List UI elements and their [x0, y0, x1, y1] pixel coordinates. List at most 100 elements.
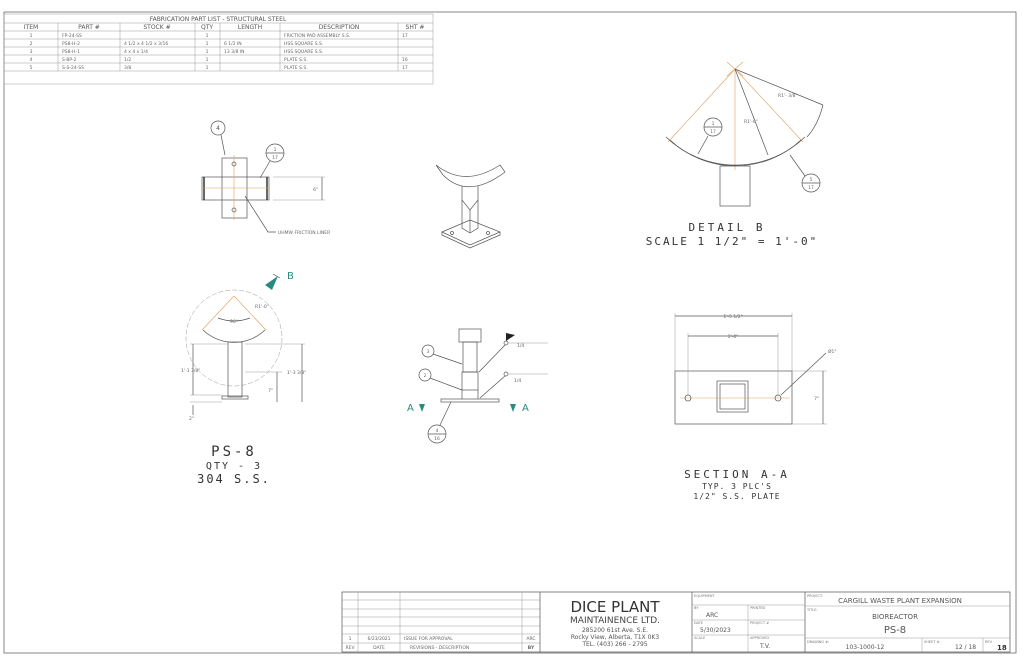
- top-view: 4 1 17 6" UHMW FRICTION LINER: [201, 120, 330, 236]
- detail-marker: B: [287, 271, 294, 282]
- label-sheet: SHEET #:: [924, 640, 941, 644]
- balloon: 17: [808, 185, 814, 191]
- table-cell: S-BP-2: [62, 57, 77, 63]
- label-equipment: EQUIPMENT: [694, 594, 716, 598]
- col-header: PART #: [78, 24, 100, 31]
- table-cell: PLATE S.S.: [284, 65, 308, 71]
- section-note-1: TYP. 3 PLC'S: [702, 482, 772, 491]
- uhmw-note: UHMW FRICTION LINER: [278, 230, 330, 236]
- radius-inner: R1'-0": [744, 119, 758, 125]
- by-header: BY: [528, 645, 535, 651]
- balloon: 17: [710, 129, 716, 135]
- dim-2: 2": [189, 416, 194, 422]
- parts-list-title: FABRICATION PART LIST - STRUCTURAL STEEL: [150, 16, 287, 23]
- col-header: SHT #: [406, 24, 425, 31]
- title-value-1: BIOREACTOR: [872, 613, 918, 621]
- balloon-ref: 1: [274, 147, 277, 153]
- col-header: STOCK #: [143, 24, 170, 31]
- table-row: 2 PS8-H-2 4 1/2 x 4 1/2 x 3/16 1 6 1/2 IN HSS…: [30, 41, 324, 47]
- section-label-left: A: [407, 403, 414, 414]
- col-header: LENGTH: [238, 24, 262, 31]
- table-cell: 13 3/8 IN: [224, 49, 245, 55]
- table-cell: 1/2: [124, 57, 131, 63]
- label-rev: REV: [985, 640, 993, 644]
- table-cell: HSS SQUARE S.S.: [284, 49, 323, 55]
- rev-header: REV: [345, 645, 355, 651]
- front-view: B R1'-0" 90° 1'-1 3/8" 2" 1'-3 3/8" 7" P…: [181, 271, 306, 486]
- title-value-2: PS-8: [884, 625, 906, 636]
- table-cell: FRICTION PAD ASSEMBLY S.S.: [284, 33, 350, 39]
- label-date: DATE: [694, 621, 703, 625]
- col-header: ITEM: [24, 24, 38, 31]
- dim-7: 7": [268, 388, 273, 394]
- section-aa-view: 1'-5 1/2" 1'-0" 7" Ø1" SECTION A-A TYP. …: [674, 313, 836, 501]
- label-approved: APPROVED: [750, 636, 769, 640]
- label-drawing-no: DRAWING #:: [807, 640, 829, 644]
- table-cell: S-S-24-SS: [62, 65, 84, 71]
- rev-date: 6/23/2021: [367, 636, 390, 642]
- angle: 90°: [230, 319, 238, 325]
- table-cell: 3/8: [124, 65, 131, 71]
- section-label-right: A: [522, 403, 529, 414]
- table-cell: PS8-H-2: [62, 41, 80, 47]
- label-by: BY: [694, 606, 699, 610]
- table-cell: 1: [206, 41, 209, 47]
- table-cell: 4 1/2 x 4 1/2 x 3/16: [124, 41, 168, 47]
- balloon-ref: 17: [272, 155, 278, 161]
- rev-by: ARC: [526, 636, 535, 642]
- isometric-view: [435, 164, 506, 249]
- company-name: DICE PLANT: [570, 598, 660, 616]
- sheet-value: 12 / 18: [955, 644, 976, 651]
- table-cell: 1: [30, 33, 33, 39]
- date-header: DATE: [373, 645, 385, 651]
- table-cell: PLATE S.S.: [284, 57, 308, 63]
- balloon: 5: [810, 177, 813, 183]
- table-cell: 1: [206, 33, 209, 39]
- project-value: CARGILL WASTE PLANT EXPANSION: [838, 597, 962, 605]
- table-cell: 3: [30, 49, 33, 55]
- dim-height: 7": [814, 396, 819, 402]
- by-value: ARC: [706, 612, 718, 619]
- rev-number: 1: [349, 636, 352, 642]
- detail-scale: SCALE 1 1/2" = 1'-0": [646, 235, 818, 248]
- dim-6: 6": [313, 187, 318, 193]
- company-address-2: Rocky View, Alberta, T1X 0K3: [571, 634, 659, 641]
- balloon-2: 2: [424, 373, 427, 379]
- dim-holes: 1'-0": [728, 334, 739, 340]
- table-cell: 17: [402, 33, 408, 39]
- label-printed: PRINTED: [750, 606, 766, 610]
- table-cell: 17: [402, 65, 408, 71]
- description-header: REVISIONS - DESCRIPTION: [410, 645, 469, 651]
- balloon-4: 4: [436, 428, 439, 434]
- part-qty: QTY - 3: [206, 461, 262, 472]
- balloon-3: 3: [427, 349, 430, 355]
- rev-description: ISSUE FOR APPROVAL: [404, 636, 453, 642]
- label-scale: SCALE: [694, 636, 705, 640]
- sheet-border: [3, 11, 1017, 654]
- side-view: 3 2 4 16 1/4 1/4 A A: [407, 328, 548, 444]
- table-cell: 5: [30, 65, 33, 71]
- detail-title: DETAIL B: [689, 221, 766, 234]
- drawing-no-value: 103-1000-12: [846, 644, 885, 651]
- hole-diameter: Ø1": [828, 348, 836, 355]
- section-note-2: 1/2" S.S. PLATE: [693, 492, 780, 501]
- dim-right: 1'-3 3/8": [287, 370, 306, 376]
- approved-value: T.V.: [759, 643, 770, 650]
- table-cell: PS8-H-1: [62, 49, 80, 55]
- label-title: TITLE:: [806, 608, 818, 612]
- table-cell: HSS SQUARE S.S.: [284, 41, 323, 47]
- dim-left: 1'-1 3/8": [181, 368, 200, 374]
- company-address-1: 285200 61st Ave. S.E.: [582, 627, 648, 634]
- table-cell: 2: [30, 41, 33, 47]
- section-title: SECTION A-A: [684, 468, 790, 481]
- company-phone: TEL. (403) 266 - 2795: [581, 641, 648, 648]
- radius-outer: R1'- 3/8": [778, 93, 798, 99]
- detail-b-view: R1'- 3/8" R1'-0" 1 17 5 17 DETAIL B SCAL…: [646, 61, 824, 248]
- table-cell: 6 1/2 IN: [224, 41, 242, 47]
- balloon-4: 16: [434, 436, 440, 442]
